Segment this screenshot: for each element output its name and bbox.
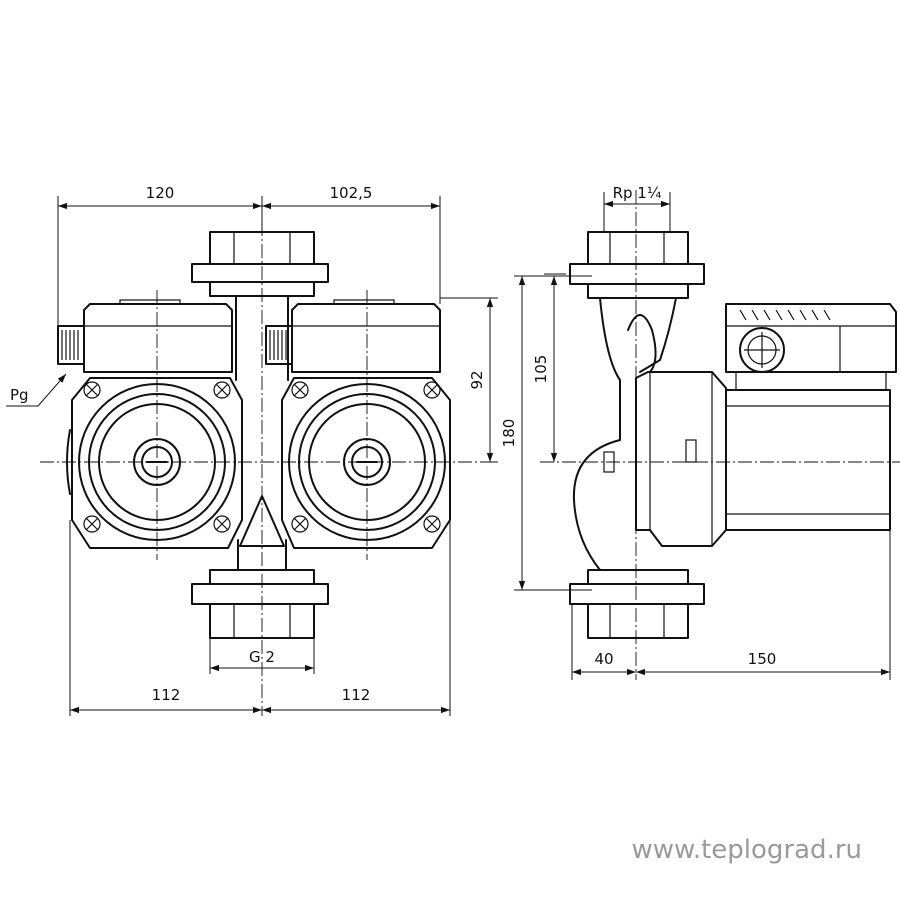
top-flange xyxy=(191,231,329,381)
dim-102-5: 102,5 xyxy=(330,184,373,202)
screw-icon xyxy=(213,381,231,399)
dim-40: 40 xyxy=(594,650,613,668)
left-pump xyxy=(57,299,243,549)
cable-gland-icon xyxy=(265,325,293,365)
dim-180: 180 xyxy=(500,419,518,448)
flow-arrow-icon xyxy=(239,495,285,547)
dimension-labels: 120 102,5 92 180 105 Rp 1¼ G 2 112 112 4… xyxy=(10,184,776,704)
knob-icon xyxy=(739,327,785,373)
screw-icon xyxy=(291,515,309,533)
dim-120: 120 xyxy=(146,184,175,202)
label-pg: Pg xyxy=(10,386,29,404)
screw-icon xyxy=(423,381,441,399)
dim-112-right: 112 xyxy=(342,686,371,704)
dim-g2: G 2 xyxy=(249,648,275,666)
screw-icon xyxy=(291,381,309,399)
dim-150: 150 xyxy=(748,650,777,668)
bottom-flange xyxy=(191,539,329,639)
dim-rp: Rp 1¼ xyxy=(613,184,662,202)
screw-icon xyxy=(213,515,231,533)
dim-105: 105 xyxy=(532,355,550,384)
right-pump xyxy=(265,299,451,549)
dim-92: 92 xyxy=(468,370,486,389)
cable-gland-icon xyxy=(57,325,85,365)
dim-112-left: 112 xyxy=(152,686,181,704)
front-view xyxy=(40,200,480,716)
screw-icon xyxy=(83,515,101,533)
watermark: www.teplograd.ru xyxy=(631,835,862,865)
screw-icon xyxy=(423,515,441,533)
dimension-lines xyxy=(6,192,891,716)
screw-icon xyxy=(83,381,101,399)
side-view xyxy=(540,190,900,680)
